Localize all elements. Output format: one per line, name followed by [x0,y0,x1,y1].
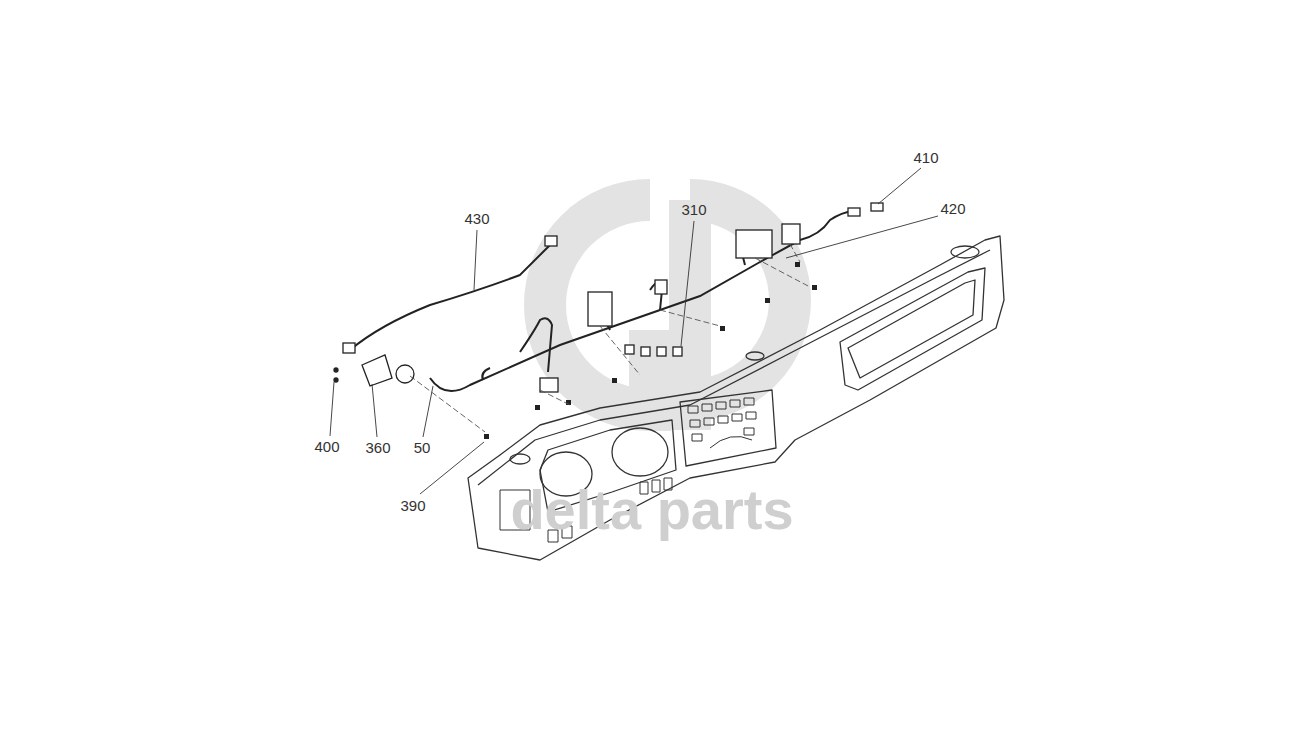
callout-number: 310 [681,202,706,217]
dashboard [468,236,1004,560]
assembly-lines [410,244,810,432]
leader-lines [330,168,938,494]
connectors [334,203,883,392]
watermark: delta parts [510,482,793,538]
clips [484,262,817,439]
watermark-logo [545,200,790,430]
callout-number: 400 [314,439,339,454]
callout-number: 390 [400,498,425,513]
callout-number: 430 [464,211,489,226]
callout-number: 410 [913,150,938,165]
callout-number: 360 [365,440,390,455]
callout-number: 420 [940,201,965,216]
callout-number: 50 [414,440,431,455]
wiring-harness [350,212,855,391]
